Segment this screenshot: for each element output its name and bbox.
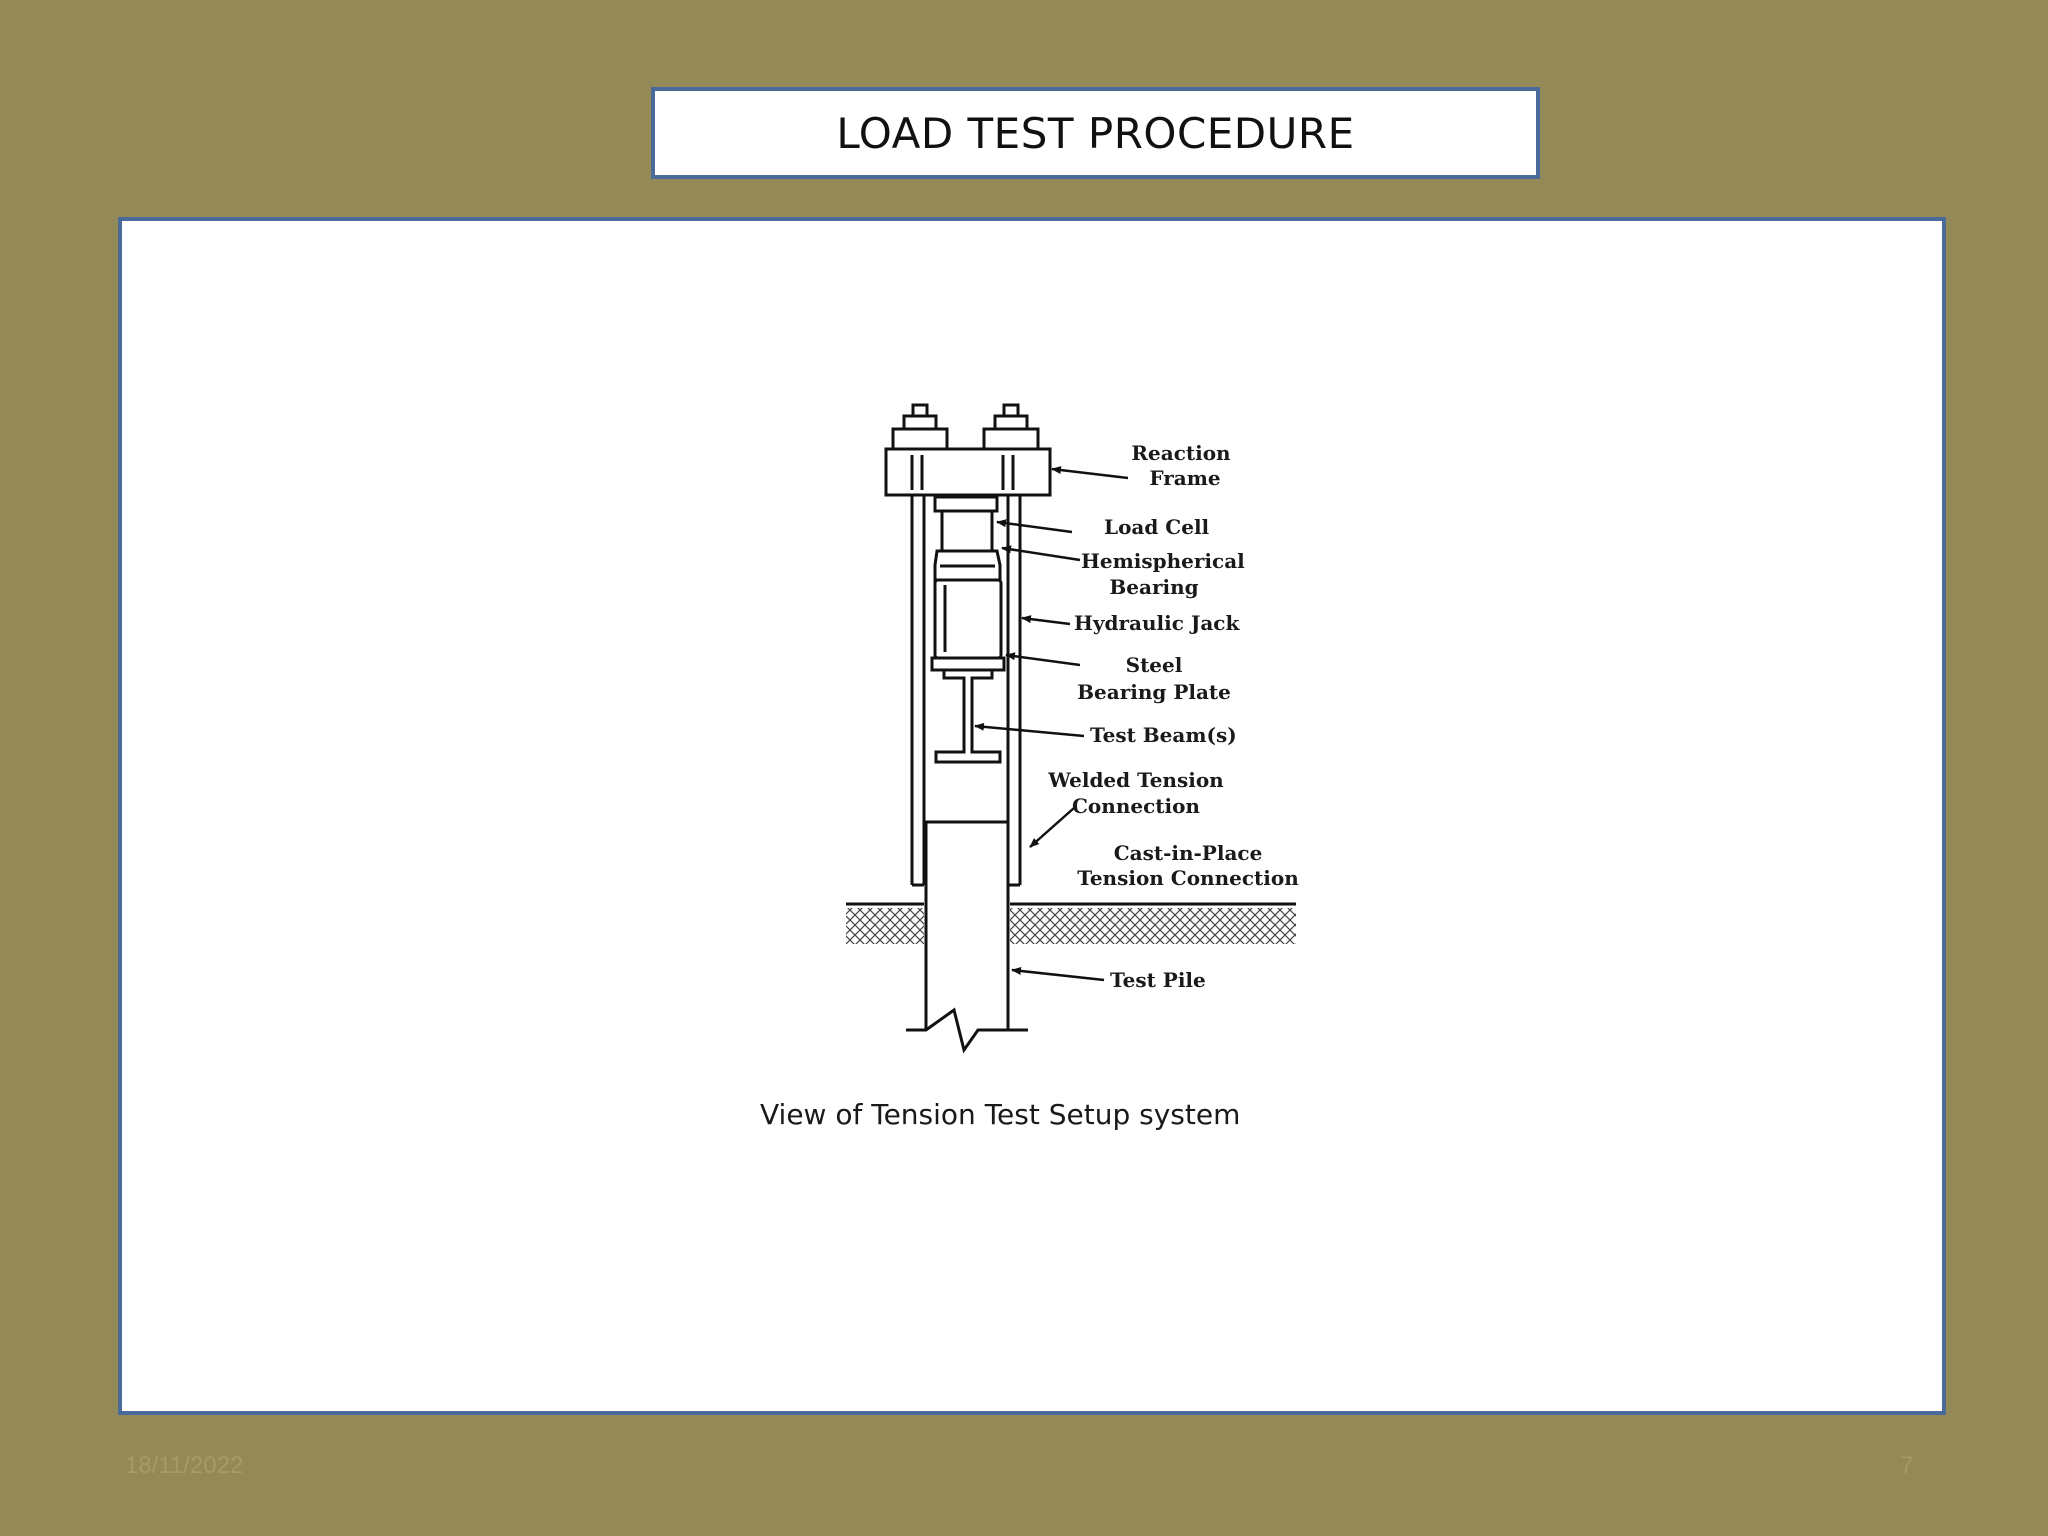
hydraulic-jack: [933, 578, 1003, 660]
load-cell: [933, 495, 999, 553]
ground-soil: [846, 902, 1296, 944]
label-welded-line1: Welded Tension: [1047, 768, 1224, 792]
label-test-pile: Test Pile: [1110, 968, 1206, 992]
steel-bearing-plate: [930, 656, 1006, 672]
diagram-caption: View of Tension Test Setup system: [760, 1098, 1241, 1131]
page-number: 7: [1900, 1452, 1914, 1479]
test-beam: [934, 668, 1002, 764]
test-pile: [906, 820, 1028, 1054]
hemispherical-bearing: [933, 549, 1002, 582]
label-steel-line2: Bearing Plate: [1077, 680, 1231, 704]
callout-labels: Reaction Frame Load Cell Hemispherical B…: [1047, 441, 1299, 992]
label-cast-line2: Tension Connection: [1077, 866, 1299, 890]
label-hemispherical-line2: Bearing: [1109, 575, 1198, 599]
title-box: LOAD TEST PROCEDURE: [651, 87, 1540, 179]
label-test-beam: Test Beam(s): [1090, 723, 1237, 747]
label-cast-line1: Cast-in-Place: [1114, 841, 1263, 865]
label-hemispherical-line1: Hemispherical: [1081, 549, 1245, 573]
reaction-frame: [884, 403, 1052, 887]
label-reaction-frame-line1: Reaction: [1131, 441, 1231, 465]
label-welded-line2: Connection: [1072, 794, 1200, 818]
label-reaction-frame-line2: Frame: [1149, 466, 1220, 490]
slide-title: LOAD TEST PROCEDURE: [836, 108, 1355, 158]
content-panel: [118, 217, 1946, 1415]
label-steel-line1: Steel: [1126, 653, 1183, 677]
footer-date: 18/11/2022: [125, 1452, 244, 1479]
label-hydraulic-jack: Hydraulic Jack: [1074, 611, 1240, 635]
callout-arrows: [974, 466, 1129, 982]
label-load-cell: Load Cell: [1104, 515, 1210, 539]
